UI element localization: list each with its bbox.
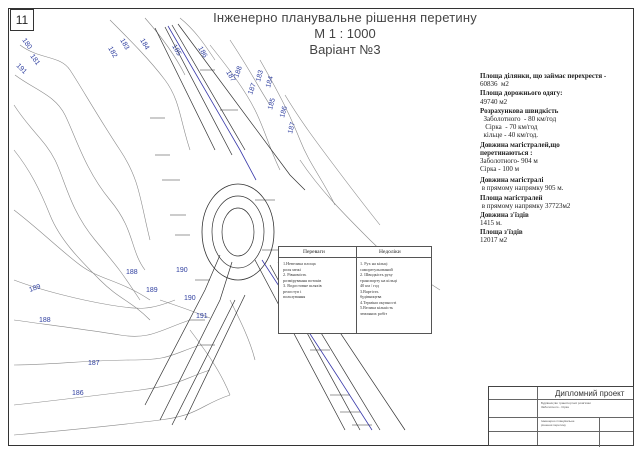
side-road — [184, 294, 246, 421]
title-block: Дипломний проект Будівництво транспортно… — [488, 386, 634, 447]
pros-list: 1.Невелика площа роля межі 2. Рівномість… — [283, 261, 322, 299]
title-block-line — [537, 387, 538, 445]
contour-line — [209, 44, 281, 171]
table-divider — [279, 257, 431, 258]
road-edge — [171, 24, 246, 151]
contour-label-left-8: 186 — [72, 390, 84, 397]
info-area-plot-value: 60836 м2 — [480, 80, 509, 88]
info-length-label-1: Довжина магістралей,що — [480, 141, 560, 149]
info-len-ramps-label: Довжина з'їздів — [480, 211, 529, 219]
contour-line — [179, 17, 216, 61]
title-block-line — [599, 417, 600, 447]
contour-label-left-4: 190 — [176, 267, 188, 274]
contour-label-top-6: 186 — [196, 46, 208, 60]
info-length-label-2: перетинаються : — [480, 149, 533, 157]
contour-line — [13, 279, 176, 309]
info-len-main-label: Довжина магістралі — [480, 176, 544, 184]
info-area-main-value: в прямому напрямку 37723м2 — [480, 202, 571, 210]
title-block-line — [489, 399, 633, 400]
contour-line — [189, 329, 231, 396]
contour-label-topright-0: 188 — [233, 65, 244, 78]
contour-label-right-4: 187 — [287, 121, 297, 134]
contour-line — [229, 299, 256, 361]
roundabout-inner — [211, 195, 265, 269]
title-block-sheet-title: Інженерно планувальне рішення перетину — [541, 419, 575, 427]
contour-line — [14, 74, 146, 271]
drawing-variant: Варіант №3 — [309, 42, 381, 57]
contour-label-top-5: 185 — [170, 44, 182, 58]
contour-label-right-3: 186 — [279, 105, 289, 118]
contour-labels: 180 181 182 183 184 185 186 187 183 184 … — [15, 37, 297, 397]
contour-label-right-2: 185 — [267, 97, 277, 110]
contour-lines — [13, 17, 441, 436]
contour-label-left-5: 190 — [184, 295, 196, 302]
title-block-project: Будівництво транспортної розв'язки Забол… — [541, 401, 591, 409]
contour-label-left-2: 188 — [39, 317, 51, 324]
info-area-main-label: Площа магістралей — [480, 194, 543, 202]
drawing-scale: М 1 : 1000 — [314, 26, 376, 41]
contour-line — [13, 209, 151, 301]
cons-header: Недоліки — [379, 249, 401, 255]
contour-line — [229, 39, 271, 106]
contour-line — [13, 394, 231, 436]
contour-label-left-7: 187 — [88, 360, 100, 367]
contour-label-left-3: 189 — [146, 287, 158, 294]
contour-label-left-6: 191 — [196, 313, 208, 320]
title-block-line — [489, 417, 633, 418]
contour-label-topright-1: 187 — [247, 82, 258, 95]
pros-header: Переваги — [303, 249, 325, 255]
info-length-2: Сірка - 100 м — [480, 165, 520, 173]
pros-cons-table: Переваги Недоліки 1.Невелика площа роля … — [278, 246, 432, 334]
info-area-ramps-value: 12017 м2 — [480, 236, 508, 244]
sheet-border — [8, 8, 634, 446]
side-road — [159, 261, 233, 421]
contour-line — [13, 319, 191, 337]
info-area-ramps-label: Площа з'їздів — [480, 228, 523, 236]
contour-line — [13, 104, 141, 301]
info-speed-label: Розрахункова швидкість — [480, 107, 559, 115]
contour-label-top-3: 183 — [118, 38, 130, 52]
contour-label-top-4: 184 — [138, 38, 150, 52]
info-speed-2: Сірка - 70 км/год — [480, 123, 538, 131]
road-edge — [164, 26, 233, 156]
cons-list: 1. Рух на кільці саморегульований 2. Шви… — [360, 261, 397, 316]
axis-line — [167, 25, 257, 181]
sheet-number: 11 — [10, 9, 34, 31]
contour-label-right-1: 184 — [265, 75, 275, 88]
info-length-1: Заболотного- 904 м — [480, 157, 538, 165]
title-block-line — [489, 431, 633, 432]
contour-label-left-9: 188 — [126, 269, 138, 276]
contour-label-top-7: 187 — [224, 70, 236, 84]
info-road-area-label: Площа дорожнього одягу: — [480, 89, 563, 97]
road-corridor — [144, 23, 406, 431]
side-road — [171, 299, 236, 426]
info-len-main-value: в прямому напрямку 905 м. — [480, 184, 564, 192]
contour-line — [159, 299, 211, 319]
contour-line — [109, 19, 191, 151]
roundabout-outer — [201, 183, 275, 281]
info-speed-1: Заболотного - 80 км/год — [480, 115, 557, 123]
info-area-plot-label: Площа ділянки, що займає перехрестя - — [480, 72, 607, 80]
title-block-heading: Дипломний проект — [555, 389, 625, 398]
contour-line — [13, 344, 201, 366]
side-road — [144, 254, 221, 406]
contour-line — [259, 59, 336, 206]
info-speed-3: кільце - 40 км/год. — [480, 131, 539, 139]
roundabout-island — [221, 207, 255, 257]
contour-label-left-1: 189 — [28, 283, 41, 294]
contour-line — [284, 94, 381, 226]
info-len-ramps-value: 1415 м. — [480, 219, 502, 227]
drawing-title: Інженерно планувальне рішення перетину — [213, 10, 477, 25]
contour-line — [19, 44, 151, 241]
contour-line — [144, 17, 186, 76]
corridor-edge-left — [154, 27, 346, 431]
contour-line — [13, 369, 211, 406]
contour-label-right-0: 183 — [255, 69, 265, 82]
contour-line — [13, 149, 151, 321]
info-road-area-value: 49740 м2 — [480, 98, 508, 106]
table-divider — [356, 247, 357, 333]
contour-label-top-2: 182 — [106, 46, 118, 60]
